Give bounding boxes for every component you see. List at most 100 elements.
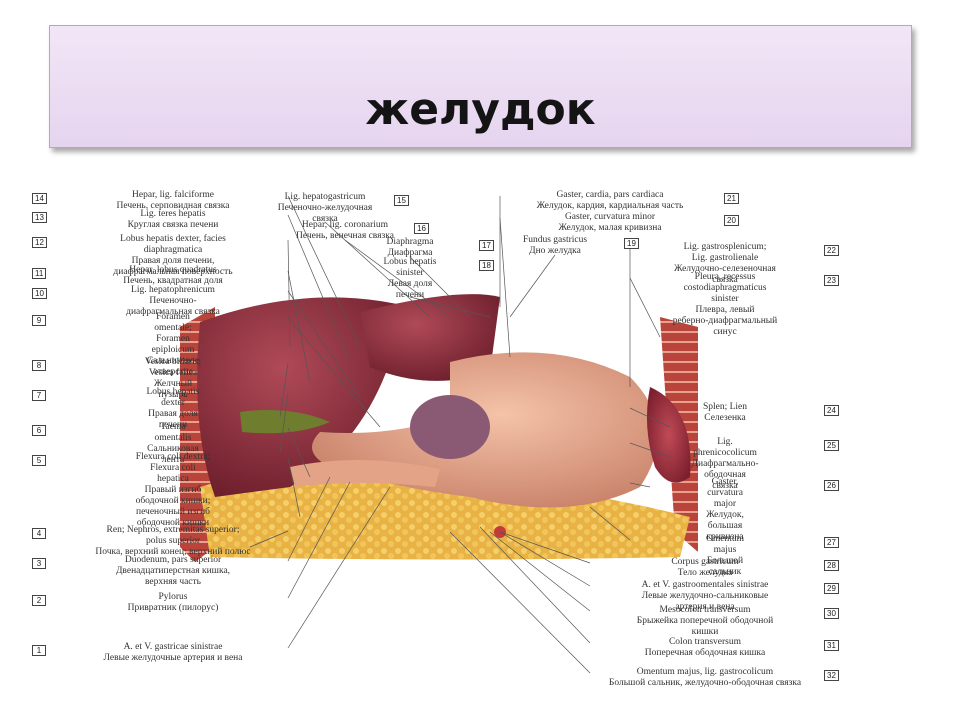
callout-text: Двенадцатиперстная кишка, [115, 566, 231, 576]
callout-text: Colon transversum [668, 637, 742, 647]
callout-text: Тело желудка [677, 568, 733, 578]
callout-number-32: 32 [824, 670, 839, 681]
leader-line [409, 296, 491, 318]
callout-number-31: 31 [824, 640, 839, 651]
callout-text: epiploicum [151, 345, 195, 355]
callout-text: Правая доля печени, [131, 256, 215, 266]
callout-text: Почка, верхний конец; верхний полюс [95, 547, 251, 557]
callout-text: Печень, квадратная доля [123, 276, 223, 286]
callout-text: Flexura coli [150, 463, 196, 473]
leader-line [287, 317, 381, 428]
callout-text: пузырь [158, 390, 188, 400]
callout-text: связка [312, 214, 338, 224]
leader-line [287, 270, 311, 383]
leader-line [287, 427, 311, 478]
leader-line [499, 217, 511, 358]
callout-number-1: 1 [32, 645, 46, 656]
callout-text: sinister [711, 294, 739, 304]
callout-number-14: 14 [32, 193, 47, 204]
callout-number-19: 19 [624, 238, 639, 249]
callout-text: Diaphragma [386, 237, 434, 247]
callout-text: dexter [161, 398, 185, 408]
callout-text: Gaster, [711, 477, 739, 487]
leader-line [629, 277, 661, 338]
leader-line [287, 481, 351, 599]
callout-text: Pleura, recessus [694, 272, 756, 282]
callout-text: кривизна [706, 532, 744, 542]
callout-text: ободочная [704, 470, 746, 480]
leader-line [409, 256, 471, 318]
leader-line [629, 482, 651, 488]
callout-number-22: 22 [824, 245, 839, 256]
callout-text: phrenicocolicum [693, 448, 757, 458]
callout-text: Круглая связка печени [127, 220, 219, 230]
liver-right-lobe [197, 297, 410, 497]
callout-text: A. et V. gastroomentales sinistrae [641, 580, 769, 590]
callout-number-23: 23 [824, 275, 839, 286]
callout-text: costodiaphragmaticus [683, 283, 767, 293]
callout-number-25: 25 [824, 440, 839, 451]
callout-text: Lobus hepatis [146, 387, 200, 397]
callout-text: diaphragmatica [143, 245, 203, 255]
callout-number-10: 10 [32, 288, 47, 299]
callout-text: Левые желудочно-сальниковые [641, 591, 769, 601]
callout-text: отверстие [153, 367, 193, 377]
omentum [200, 464, 690, 560]
callout-text: Hepar, lig. coronarium [301, 220, 389, 230]
callout-text: Lig. [717, 437, 733, 447]
callout-text: Lig. gastrosplenicum; [683, 242, 767, 252]
callout-text: Pylorus [158, 592, 188, 602]
leader-line [344, 239, 451, 318]
callout-text: Диафрагма [387, 248, 433, 258]
callout-number-3: 3 [32, 558, 46, 569]
callout-text: Брыжейка поперечной ободочной [636, 616, 774, 626]
callout-number-30: 30 [824, 608, 839, 619]
callout-text: Дно желудка [529, 246, 581, 256]
callout-number-12: 12 [32, 237, 47, 248]
callout-text: Gaster, cardia, pars cardiaca [556, 190, 664, 200]
callout-text: Flexura coli dextra; [135, 452, 211, 462]
callout-number-6: 6 [32, 425, 46, 436]
callout-text: Vesica fellea [148, 368, 198, 378]
callout-text: Печень, серповидная связка [116, 201, 230, 211]
callout-text: кишки [691, 627, 719, 637]
callout-text: Большой [706, 556, 744, 566]
callout-text: Hepar, lig. falciforme [132, 190, 214, 200]
callout-text: Vesica biliaris; [144, 357, 202, 367]
gallbladder [240, 409, 330, 434]
callout-text: Сальниковая [147, 444, 199, 454]
callout-text: печени [158, 420, 188, 430]
callout-text: Hepar, lobus quadratus [129, 265, 217, 275]
callout-text: Левая доля [387, 279, 433, 289]
callout-text: ободочной кишки; [135, 496, 211, 506]
callout-text: Левые желудочные артерия и вена [103, 653, 243, 663]
callout-text: majus [713, 545, 737, 555]
leader-line [499, 531, 591, 564]
callout-text: Селезенка [704, 413, 746, 423]
leader-line [279, 362, 289, 418]
callout-text: major [713, 499, 737, 509]
callout-number-26: 26 [824, 480, 839, 491]
callout-number-2: 2 [32, 595, 46, 606]
callout-text: Omentum [706, 534, 744, 544]
callout-text: диафрагмальная связка [126, 307, 220, 317]
leader-line [279, 392, 289, 453]
